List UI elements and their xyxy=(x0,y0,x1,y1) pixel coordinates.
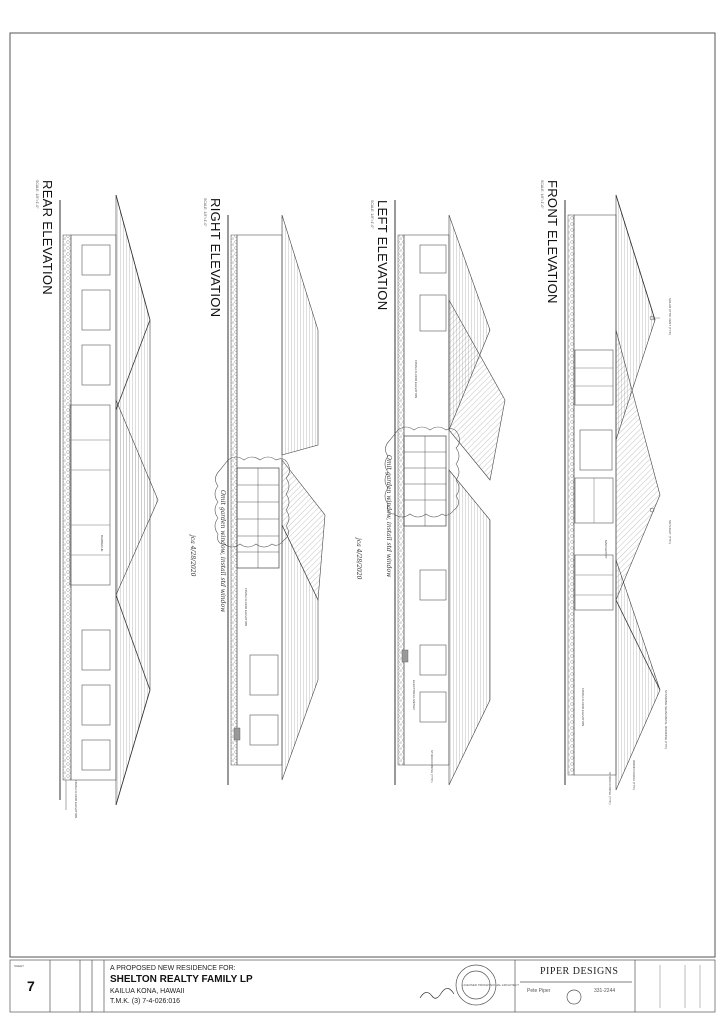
stamp-label: LICENSED PROFESSIONAL ARCHITECT xyxy=(462,983,519,987)
front-note-roofing: STANDING SEAM METAL ROOFING (TYP.) xyxy=(664,690,668,750)
seal-icon xyxy=(566,989,582,1005)
sheet-border xyxy=(9,32,716,958)
rear-note-barbecue: BARBECUE xyxy=(100,535,104,552)
sheet-label: SHEET xyxy=(14,964,25,968)
front-elevation-drawing xyxy=(564,194,661,791)
left-handwritten-note: Omit garden window, install std window xyxy=(385,455,392,578)
title-block xyxy=(9,959,716,1013)
front-note-attic-vent: SOLAR ATTIC VENT (TYP.) xyxy=(668,298,672,336)
left-note-meter: ELECTRICAL METER xyxy=(412,680,416,710)
tmk-number: T.M.K. (3) 7-4-026:016 xyxy=(110,998,181,1005)
left-elevation-drawing xyxy=(384,200,506,786)
right-note-floor: FINISH FLOOR ELEVATION xyxy=(244,588,248,627)
front-note-floor: FINISH FLOOR ELEVATION xyxy=(581,688,585,727)
front-elevation-title: FRONT ELEVATION xyxy=(545,180,560,304)
right-elevation-title: RIGHT ELEVATION xyxy=(208,198,223,318)
left-elevation-title: LEFT ELEVATION xyxy=(375,200,390,311)
rear-note-floor: FINISH FLOOR ELEVATION xyxy=(74,780,78,819)
project-intro: A PROPOSED NEW RESIDENCE FOR: xyxy=(110,965,236,972)
left-note-floor: FINISH FLOOR ELEVATION xyxy=(414,360,418,399)
firm-phone: 331-2244 xyxy=(594,988,616,994)
rear-elevation-scale: SCALE: 1/8"=1'-0" xyxy=(35,180,39,209)
front-note-skylight: SKYLIGHT (TYP.) xyxy=(668,520,672,544)
left-elevation-scale: SCALE: 1/8"=1'-0" xyxy=(370,200,374,229)
left-handwritten-date: jca 4/28/2020 xyxy=(355,538,362,580)
sheet-number: 7 xyxy=(27,978,35,994)
front-elevation-scale: SCALE: 1/8"=1'-0" xyxy=(540,180,544,209)
right-handwritten-date: jca 4/28/2020 xyxy=(189,535,196,577)
signature xyxy=(419,988,455,999)
firm-name: PIPER DESIGNS xyxy=(540,966,619,977)
front-note-main-entry: MAIN ENTRY xyxy=(604,540,608,559)
right-elevation-scale: SCALE: 1/8"=1'-0" xyxy=(203,198,207,227)
architect-stamp xyxy=(455,964,497,1006)
project-location: KAILUA KONA, HAWAII xyxy=(110,988,185,995)
rear-elevation-title: REAR ELEVATION xyxy=(40,180,55,295)
front-note-fascia: WOOD FASCIA (TYP.) xyxy=(632,760,636,791)
owner-name: SHELTON REALTY FAMILY LP xyxy=(110,974,253,985)
designer-name: Pete Piper xyxy=(527,988,551,994)
right-elevation-drawing xyxy=(214,214,326,785)
rear-elevation-drawing xyxy=(59,194,159,810)
right-handwritten-note: Omit garden window, install std window xyxy=(219,490,226,613)
front-note-stucco: STUCCO FINISH (TYP.) xyxy=(608,772,612,805)
left-note-stucco: STUCCO FINISH (TYP.) xyxy=(430,750,434,783)
